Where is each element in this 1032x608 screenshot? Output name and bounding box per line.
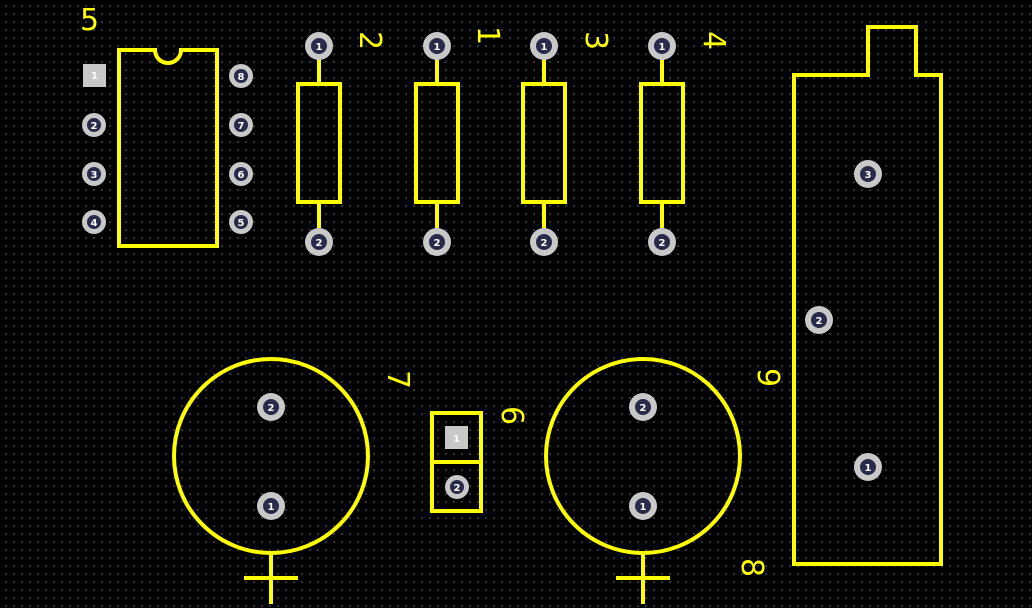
svg-text:2: 2	[268, 403, 275, 414]
svg-text:4: 4	[91, 218, 98, 229]
svg-text:5: 5	[238, 218, 245, 229]
pad[interactable]: 2	[305, 228, 333, 256]
pad[interactable]: 8	[229, 64, 253, 88]
resistor-r1[interactable]: 1	[414, 26, 505, 228]
pad[interactable]: 1	[257, 492, 285, 520]
jumper-component[interactable]: 6	[430, 406, 529, 513]
capacitor-outline	[172, 357, 370, 555]
resistor-body	[296, 82, 342, 204]
svg-text:2: 2	[316, 238, 323, 249]
resistor-body	[521, 82, 567, 204]
pad[interactable]: 1	[305, 32, 333, 60]
resistor-r3[interactable]: 3	[521, 31, 613, 228]
resistor-r4[interactable]: 4	[639, 31, 731, 228]
pad[interactable]: 1	[648, 32, 676, 60]
resistor-designator: 4	[696, 31, 731, 50]
pad[interactable]: 2	[648, 228, 676, 256]
svg-text:1: 1	[659, 42, 666, 53]
pad[interactable]: 2	[82, 113, 106, 137]
resistor-designator: 1	[470, 26, 505, 45]
pad-square	[83, 64, 106, 87]
svg-text:6: 6	[238, 170, 245, 181]
svg-text:2: 2	[659, 238, 666, 249]
pad[interactable]: 4	[82, 210, 106, 234]
svg-text:8: 8	[238, 72, 245, 83]
resistor-designator: 2	[352, 31, 387, 50]
pad[interactable]: 1	[629, 492, 657, 520]
svg-text:2: 2	[640, 403, 647, 414]
svg-text:7: 7	[238, 121, 245, 132]
svg-text:2: 2	[816, 316, 823, 327]
svg-text:1: 1	[541, 42, 548, 53]
pad[interactable]: 1	[423, 32, 451, 60]
svg-text:2: 2	[454, 483, 461, 494]
resistor-designator: 3	[578, 31, 613, 50]
pad[interactable]: 2	[629, 393, 657, 421]
svg-text:1: 1	[434, 42, 441, 53]
pad[interactable]: 3	[854, 160, 882, 188]
pad-square	[445, 426, 468, 449]
pad[interactable]: 1	[530, 32, 558, 60]
pad[interactable]: 3	[82, 162, 106, 186]
ic-component[interactable]: 5	[80, 3, 219, 248]
relay-designator-8: 8	[734, 558, 769, 577]
svg-text:1: 1	[91, 71, 98, 82]
capacitor-outline	[544, 357, 742, 555]
pad[interactable]: 1	[854, 453, 882, 481]
pad[interactable]: 5	[229, 210, 253, 234]
pad[interactable]: 2	[445, 475, 469, 499]
ic-designator: 5	[80, 3, 99, 38]
svg-text:1: 1	[316, 42, 323, 53]
pad[interactable]: 2	[423, 228, 451, 256]
pad[interactable]: 2	[530, 228, 558, 256]
resistor-r2[interactable]: 2	[296, 31, 387, 228]
ic-outline	[117, 48, 219, 248]
svg-text:2: 2	[541, 238, 548, 249]
svg-text:3: 3	[865, 170, 872, 181]
svg-text:1: 1	[453, 434, 460, 445]
relay-outline	[792, 25, 943, 566]
relay-component[interactable]: 9 8	[734, 25, 943, 577]
svg-text:1: 1	[268, 502, 275, 513]
pad[interactable]: 6	[229, 162, 253, 186]
capacitor-designator: 7	[380, 370, 415, 389]
pad[interactable]: 2	[257, 393, 285, 421]
svg-text:1: 1	[865, 463, 872, 474]
svg-text:2: 2	[91, 121, 98, 132]
svg-text:1: 1	[640, 502, 647, 513]
jumper-designator: 6	[494, 406, 529, 425]
capacitor-left[interactable]: 7	[172, 357, 415, 604]
resistor-body	[414, 82, 460, 204]
pad[interactable]: 2	[805, 306, 833, 334]
pad[interactable]: 1	[83, 64, 106, 87]
svg-text:3: 3	[91, 170, 98, 181]
pad[interactable]: 1	[445, 426, 468, 449]
svg-text:2: 2	[434, 238, 441, 249]
capacitor-right[interactable]	[544, 357, 742, 604]
resistor-body	[639, 82, 685, 204]
relay-designator: 9	[750, 368, 785, 387]
pad[interactable]: 7	[229, 113, 253, 137]
